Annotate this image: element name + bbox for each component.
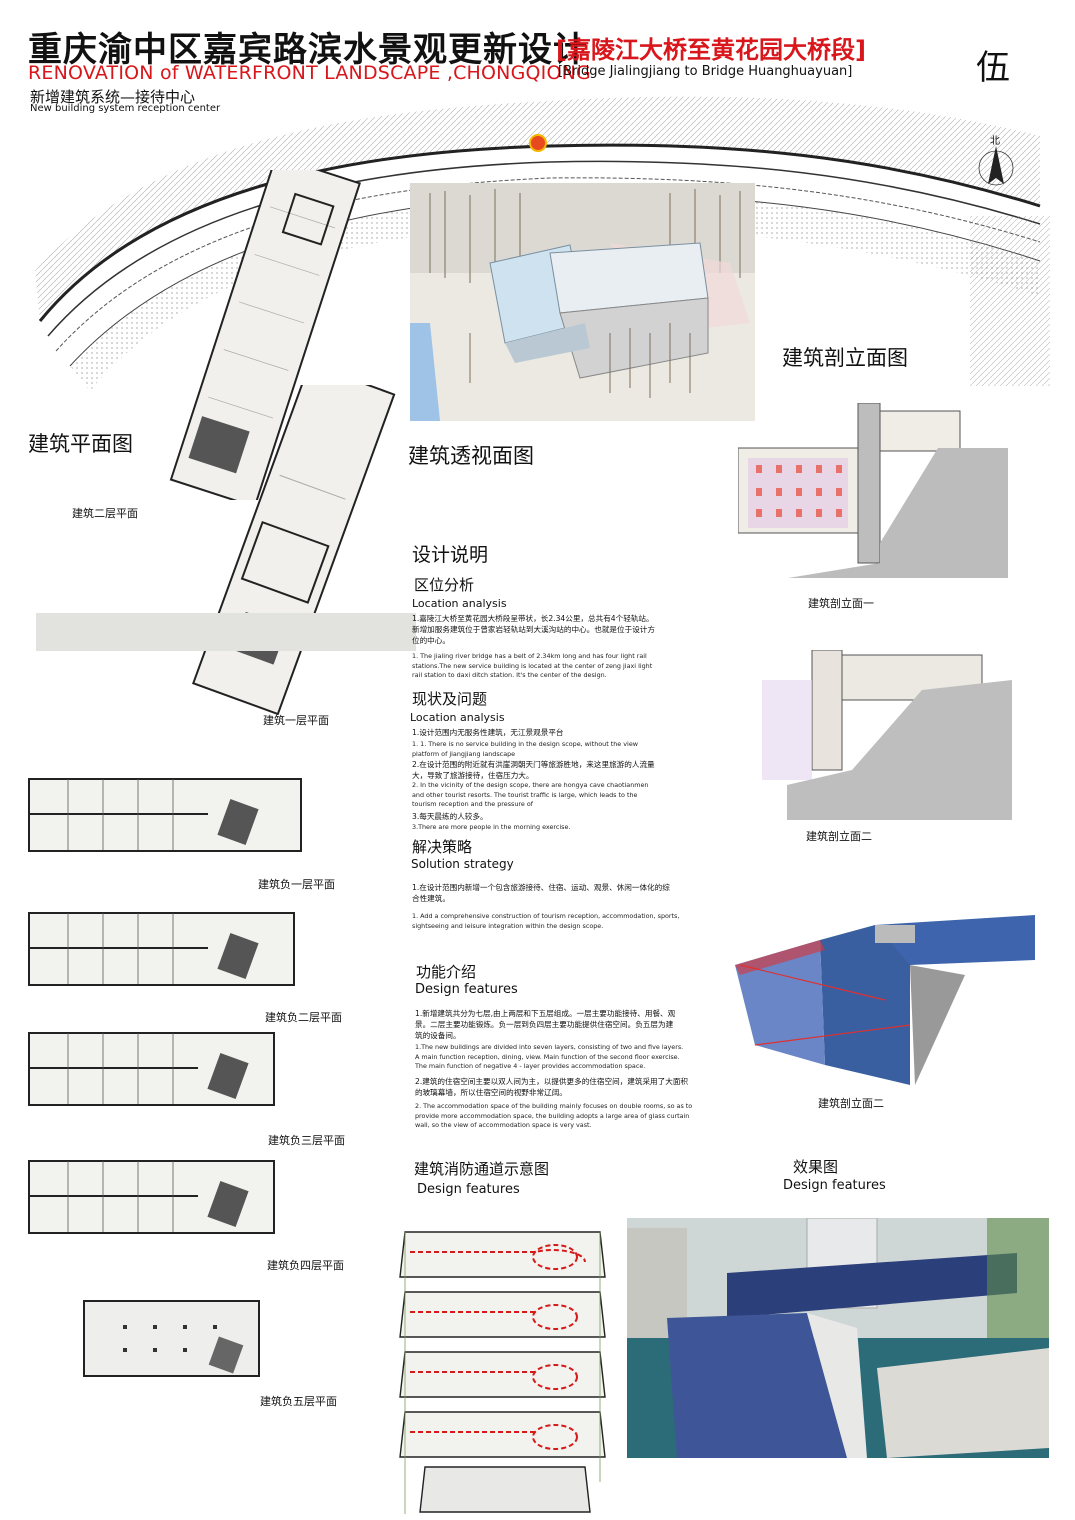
section-elevation-1 xyxy=(738,403,1008,578)
location-heading-en: Location analysis xyxy=(412,597,507,610)
features-heading-en: Design features xyxy=(415,982,518,997)
plan-2f-label: 建筑二层平面 xyxy=(72,507,138,520)
features-text-1: 1.新增建筑共分为七层,由上两层和下五层组成。一层主要功能接待、用餐、观景。二层… xyxy=(415,1009,676,1040)
plan-1f-label: 建筑一层平面 xyxy=(263,714,329,727)
plan-b2-drawing xyxy=(28,912,295,986)
problems-text-3: 3.每天晨练的人较多。 xyxy=(412,812,488,821)
problems-text-2-en: 2. In the vicinity of the design scope, … xyxy=(412,781,649,808)
problems-text-1: 1.设计范围内无服务性建筑，无江景观景平台 xyxy=(412,728,564,737)
location-heading: 区位分析 xyxy=(414,576,475,594)
problems-heading: 现状及问题 xyxy=(412,690,488,708)
section-3-label: 建筑剖立面二 xyxy=(818,1097,884,1110)
page-number: 伍 xyxy=(976,48,1010,88)
perspective-label: 建筑透视面图 xyxy=(408,444,534,468)
page-title-english: RENOVATION of WATERFRONT LANDSCAPE ,CHON… xyxy=(28,62,591,84)
problems-text-2: 2.在设计范围的附近就有洪崖洞朝天门等旅游胜地，来这里旅游的人流量大，导致了旅游… xyxy=(412,760,655,780)
location-marker-icon xyxy=(529,134,547,152)
plan-b4-label: 建筑负四层平面 xyxy=(267,1259,344,1272)
section-1-label: 建筑剖立面一 xyxy=(808,597,874,610)
strategy-heading: 解决策略 xyxy=(412,838,473,856)
location-text-en: 1. The jialing river bridge has a belt o… xyxy=(412,652,653,679)
plan-b4-drawing xyxy=(28,1160,275,1234)
section-elevation-label: 建筑剖立面图 xyxy=(782,346,908,370)
plan-2f-drawing xyxy=(169,170,361,500)
location-text: 1.嘉陵江大桥至黄花园大桥段呈带状，长2.34公里，总共有4个轻轨站。新增加服务… xyxy=(412,614,655,645)
fire-route-diagram xyxy=(399,1231,606,1514)
plan-b5-drawing xyxy=(83,1300,260,1377)
perspective-render xyxy=(410,183,755,421)
design-description-title: 设计说明 xyxy=(412,544,489,566)
compass-label: 北 xyxy=(990,136,1000,147)
fire-route-title: 建筑消防通道示意图 xyxy=(414,1160,550,1178)
subtitle: 新增建筑系统—接待中心 xyxy=(30,88,196,106)
features-text-2: 2.建筑的住宿空间主要以双人间为主，以提供更多的住宿空间，建筑采用了大面积的玻璃… xyxy=(415,1077,689,1097)
section-2-label: 建筑剖立面二 xyxy=(806,830,872,843)
page-title-english-section: [Bridge Jialingjiang to Bridge Huanghuay… xyxy=(558,64,853,79)
fire-route-subtitle: Design features xyxy=(417,1182,520,1197)
plan-1f-drawing xyxy=(192,385,396,715)
strategy-text: 1.在设计范围内新增一个包含旅游接待、住宿、运动、观景、休闲一体化的综合性建筑。 xyxy=(412,883,670,903)
section-elevation-3d xyxy=(735,915,1035,1085)
strategy-text-en: 1. Add a comprehensive construction of t… xyxy=(412,912,680,930)
strategy-heading-en: Solution strategy xyxy=(411,857,514,871)
plan-b1-label: 建筑负一层平面 xyxy=(258,878,335,891)
plan-b2-label: 建筑负二层平面 xyxy=(265,1011,342,1024)
features-text-2-en: 2. The accommodation space of the buildi… xyxy=(415,1102,693,1129)
floor-plans-label: 建筑平面图 xyxy=(28,432,133,456)
features-heading: 功能介绍 xyxy=(416,963,477,981)
plan-b3-drawing xyxy=(28,1032,275,1106)
render-subtitle: Design features xyxy=(783,1178,886,1193)
plan-b1-drawing xyxy=(28,778,302,852)
plan-b5-label: 建筑负五层平面 xyxy=(260,1395,337,1408)
section-elevation-2 xyxy=(762,650,1012,820)
problems-heading-en: Location analysis xyxy=(410,711,505,724)
ground-band xyxy=(36,613,416,651)
problems-text-3-en: 3.There are more people in the morning e… xyxy=(412,823,571,831)
page-title-section: [嘉陵江大桥至黄花园大桥段] xyxy=(556,36,866,64)
north-arrow-icon xyxy=(978,146,1014,186)
effect-render xyxy=(627,1218,1049,1458)
problems-text-1-en: 1. 1. There is no service building in th… xyxy=(412,740,638,758)
page-title: 重庆渝中区嘉宾路滨水景观更新设计 xyxy=(28,30,588,70)
plan-b3-label: 建筑负三层平面 xyxy=(268,1134,345,1147)
features-text-1-en: 1.The new buildings are divided into sev… xyxy=(415,1043,684,1070)
render-title: 效果图 xyxy=(793,1158,839,1176)
subtitle-english: New building system reception center xyxy=(30,103,221,114)
